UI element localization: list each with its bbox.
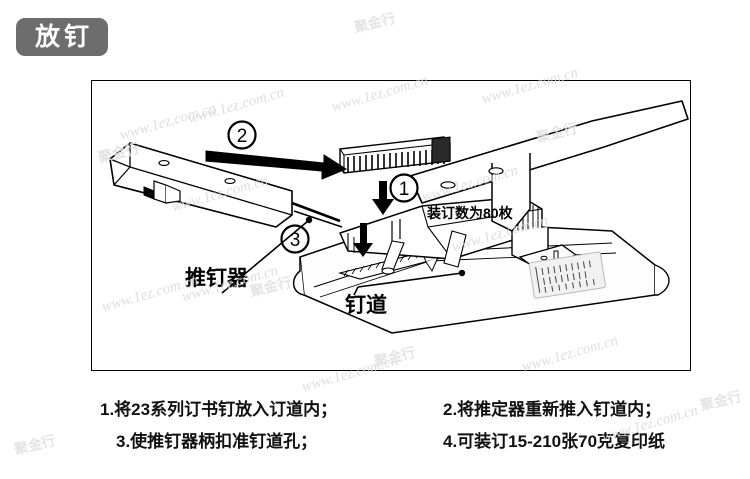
svg-text:1: 1	[399, 179, 410, 200]
arrow-channel-down	[353, 223, 373, 257]
instruction-list: 1.将23系列订书钉放入订道内； 2.将推定器重新推入钉道内； 3.使推钉器柄扣…	[0, 392, 750, 470]
arrow-step-2	[205, 150, 348, 180]
step-marker-3-graphic: 3	[280, 224, 310, 254]
instruction-item-3: 3.使推钉器柄扣准钉道孔；	[116, 432, 318, 451]
instruction-item-2: 2.将推定器重新推入钉道内；	[443, 400, 662, 419]
section-badge-label: 放钉	[34, 22, 93, 51]
svg-text:3: 3	[290, 230, 301, 251]
instruction-item-1: 1.将23系列订书钉放入订道内；	[100, 400, 338, 419]
diagram-frame: 2 1 3 装订数为80枚	[91, 80, 691, 371]
step-marker-1-graphic: 1	[389, 173, 419, 203]
section-badge: 放钉	[16, 18, 108, 56]
staple-strip-graphic	[339, 136, 451, 174]
stapler-illustration: 2 1 3	[109, 100, 689, 334]
svg-text:2: 2	[237, 126, 248, 147]
diagram-label-capacity: 装订数为80枚	[427, 205, 513, 221]
step-marker-2-graphic: 2	[227, 120, 257, 150]
watermark-brand: 聚金行	[352, 9, 398, 36]
instruction-item-4: 4.可装订15-210张70克复印纸	[443, 432, 666, 451]
arrow-step-1	[372, 181, 394, 215]
diagram-label-pusher: 推钉器	[185, 267, 248, 290]
diagram-label-channel: 钉道	[345, 294, 387, 317]
